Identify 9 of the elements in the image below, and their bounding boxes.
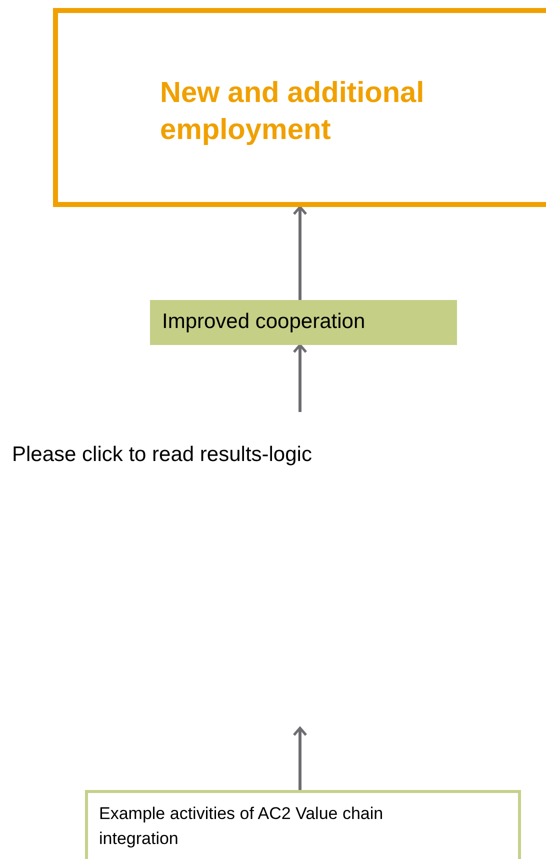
box-text: New and additional employment [160,76,426,148]
output-box [150,300,457,345]
arrow [292,344,308,412]
note-text: Please click to read results-logic [12,442,312,468]
arrow [292,726,308,790]
box-text: Example activities of AC2 Value chain integration [99,803,384,850]
box-text: Improved cooperation [162,309,366,335]
outcome-box [53,8,546,207]
arrow [292,206,308,300]
